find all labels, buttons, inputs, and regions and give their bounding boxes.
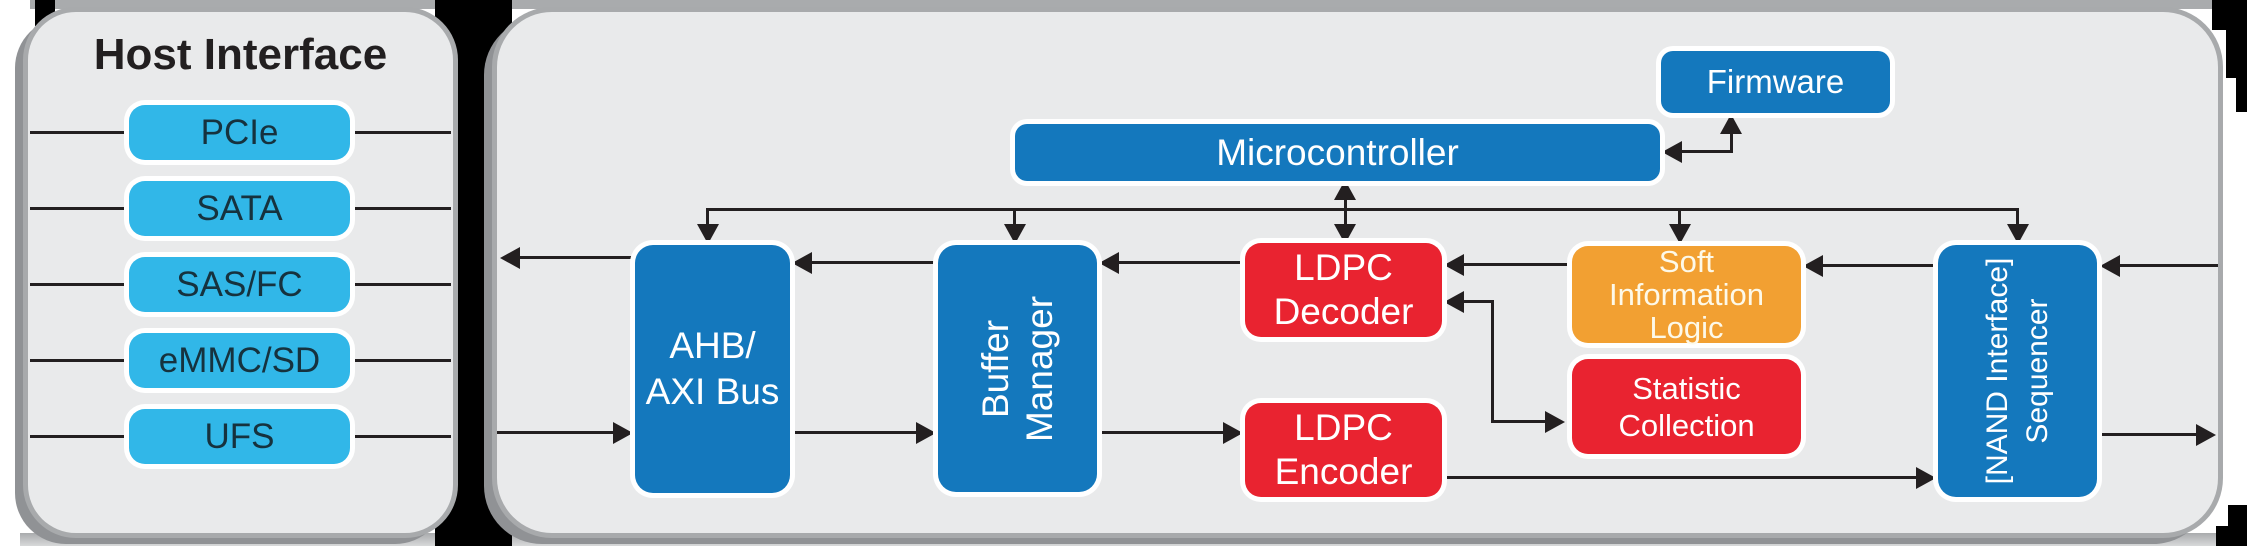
host-line-ufs-right <box>350 435 451 438</box>
interface-label: eMMC/SD <box>158 340 321 380</box>
interface-block-sasfc: SAS/FC <box>129 257 350 312</box>
ahb-axi-bus-label: AHB/ AXI Bus <box>645 325 780 412</box>
connector-bus-drop-ahb <box>706 208 709 226</box>
connector-ahb-to-buffer <box>790 431 916 434</box>
host-line-sasfc-left <box>30 283 129 286</box>
ldpc-encoder-label: LDPC Encoder <box>1274 407 1413 492</box>
host-line-emmcsd-left <box>30 359 129 362</box>
arrowhead-encoder-to-nand <box>1916 467 1936 489</box>
connector-edge-to-nand <box>2118 264 2218 267</box>
statistic-collection-block: Statistic Collection <box>1572 359 1801 454</box>
interface-block-ufs: UFS <box>129 409 350 464</box>
connector-ahb-to-host <box>518 256 635 259</box>
host-line-sasfc-right <box>350 283 451 286</box>
arrowhead-host-to-ahb <box>613 422 633 444</box>
background-artifact <box>2216 526 2230 546</box>
nand-interface-sequencer-block: [NAND Interface] Sequencer <box>1938 245 2097 497</box>
statistic-collection-label: Statistic Collection <box>1618 370 1755 443</box>
arrowhead-softinfo-to-decoder <box>1444 254 1464 276</box>
connector-firmware-horizontal <box>1682 150 1732 153</box>
host-line-emmcsd-right <box>350 359 451 362</box>
connector-bus-line <box>706 208 2018 211</box>
connector-bus-drop-softinfo <box>1678 208 1681 226</box>
arrowhead-nand-to-softinfo <box>1803 255 1823 277</box>
nand-interface-sequencer-label: [NAND Interface] Sequencer <box>1980 257 2054 485</box>
firmware-label: Firmware <box>1706 63 1845 100</box>
background-artifact <box>2236 76 2247 112</box>
arrowhead-to-microcontroller-right <box>1662 141 1682 163</box>
ahb-axi-bus-block: AHB/ AXI Bus <box>635 245 790 493</box>
arrowhead-to-decoder-top <box>1334 224 1356 244</box>
host-line-ufs-left <box>30 435 129 438</box>
arrowhead-buffer-to-encoder <box>1223 422 1243 444</box>
arrowhead-edge-to-nand <box>2100 255 2120 277</box>
arrowhead-bus-to-buffer <box>1004 224 1026 244</box>
arrowhead-to-microcontroller <box>1334 180 1356 200</box>
buffer-manager-label: Buffer Manager <box>974 295 1060 442</box>
interface-label: UFS <box>204 416 275 456</box>
arrowhead-bus-to-ahb <box>697 224 719 244</box>
connector-host-to-ahb <box>497 431 613 434</box>
connector-nand-to-softinfo <box>1821 264 1938 267</box>
host-line-pcie-right <box>350 131 451 134</box>
connector-bus-drop-buffer <box>1013 208 1016 226</box>
connector-decoder-statistic-h2 <box>1491 420 1545 423</box>
connector-decoder-statistic-h1 <box>1462 300 1494 303</box>
interface-label: SAS/FC <box>176 264 303 304</box>
host-interface-panel: Host Interface PCIe SATA SAS/FC eMMC/SD … <box>28 12 453 533</box>
arrowhead-decoder-to-buffer <box>1099 252 1119 274</box>
connector-encoder-to-nand <box>1442 476 1916 479</box>
top-gray-bar <box>30 0 2232 9</box>
connector-decoder-statistic-v <box>1491 300 1494 423</box>
ldpc-encoder-block: LDPC Encoder <box>1245 403 1442 497</box>
background-artifact <box>2226 28 2247 78</box>
connector-decoder-to-buffer <box>1117 261 1245 264</box>
connector-buffer-to-ahb <box>810 261 938 264</box>
arrowhead-to-firmware <box>1720 114 1742 134</box>
background-artifact <box>450 0 502 546</box>
arrowhead-decoder-to-statistic <box>1545 411 1565 433</box>
background-artifact <box>2228 505 2247 546</box>
connector-nand-to-edge <box>2097 433 2196 436</box>
connector-firmware-vertical <box>1730 132 1733 153</box>
ldpc-decoder-block: LDPC Decoder <box>1245 243 1442 337</box>
buffer-manager-block: Buffer Manager <box>938 245 1097 492</box>
connector-micro-decoder <box>1344 198 1347 226</box>
background-artifact <box>2212 0 2247 30</box>
connector-softinfo-to-decoder <box>1462 263 1572 266</box>
host-line-pcie-left <box>30 131 129 134</box>
bottom-gray-bar <box>20 533 2232 546</box>
host-line-sata-right <box>350 207 451 210</box>
arrowhead-nand-to-edge <box>2196 424 2216 446</box>
ldpc-decoder-label: LDPC Decoder <box>1273 247 1414 332</box>
soft-information-logic-label: Soft Information Logic <box>1608 244 1765 345</box>
arrowhead-ahb-to-buffer <box>916 422 936 444</box>
microcontroller-block: Microcontroller <box>1015 124 1660 181</box>
connector-buffer-to-encoder <box>1097 431 1223 434</box>
arrowhead-bus-to-softinfo <box>1669 224 1691 244</box>
arrowhead-buffer-to-ahb <box>792 252 812 274</box>
arrowhead-statistic-to-decoder <box>1444 291 1464 313</box>
host-line-sata-left <box>30 207 129 210</box>
interface-label: SATA <box>196 188 283 228</box>
arrowhead-bus-to-nand <box>2007 224 2029 244</box>
firmware-block: Firmware <box>1661 51 1890 113</box>
interface-block-sata: SATA <box>129 181 350 236</box>
connector-bus-drop-nand <box>2016 208 2019 226</box>
interface-block-pcie: PCIe <box>129 105 350 160</box>
interface-label: PCIe <box>200 112 279 152</box>
microcontroller-label: Microcontroller <box>1216 131 1459 173</box>
arrowhead-ahb-to-host <box>500 247 520 269</box>
interface-block-emmcsd: eMMC/SD <box>129 333 350 388</box>
background-artifact <box>435 0 512 40</box>
host-panel-title: Host Interface <box>93 30 388 79</box>
soft-information-logic-block: Soft Information Logic <box>1572 244 1801 345</box>
